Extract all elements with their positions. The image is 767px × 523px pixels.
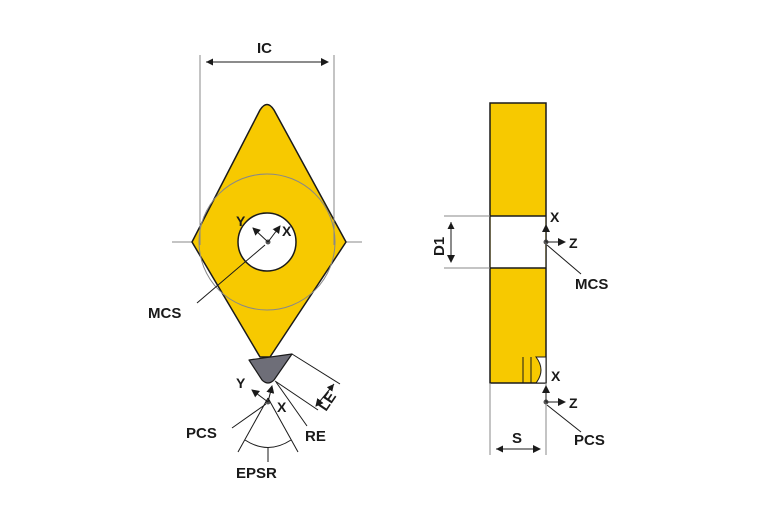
d1-label: D1 xyxy=(431,237,448,256)
pcs-y-axis-arrow-front xyxy=(251,389,269,403)
hole-section xyxy=(490,216,546,268)
pcs-leader-front xyxy=(231,403,267,429)
mcs-leader-side xyxy=(546,244,582,275)
ic-label: IC xyxy=(257,40,272,57)
le-extension-top xyxy=(291,353,341,385)
re-leader xyxy=(275,381,308,427)
mcs-z-label-side: Z xyxy=(569,235,578,251)
s-label: S xyxy=(512,430,522,447)
pcs-label-front: PCS xyxy=(186,425,217,442)
mcs-x-label-side: X xyxy=(550,209,560,225)
pcs-x-label-side: X xyxy=(551,368,561,384)
epsr-ray-left xyxy=(237,397,269,453)
le-label: LE xyxy=(315,389,340,414)
mcs-label-side: MCS xyxy=(575,276,608,293)
mcs-leader-front xyxy=(196,244,266,304)
pcs-x-label-front: X xyxy=(277,399,287,415)
pcs-leader-side xyxy=(546,404,582,433)
epsr-label: EPSR xyxy=(236,465,277,482)
mcs-x-label-front: X xyxy=(282,223,292,239)
le-dimension-line xyxy=(315,383,335,407)
pcs-y-label-front: Y xyxy=(236,375,246,391)
corner-radius-notch xyxy=(534,356,547,384)
mcs-label-front: MCS xyxy=(148,305,181,322)
mcs-x-axis-arrow-front xyxy=(267,225,281,243)
side-view: D1 S X Z MCS X Z PCS xyxy=(431,102,608,455)
cutting-edge-corner xyxy=(248,353,293,384)
pcs-label-side: PCS xyxy=(574,432,605,449)
mcs-y-label-front: Y xyxy=(236,213,246,229)
front-view: Y X MCS IC Y X PCS EPSR RE LE xyxy=(148,40,362,482)
inscribed-circle xyxy=(198,173,336,311)
mcs-y-axis-arrow-front xyxy=(252,227,269,243)
re-label: RE xyxy=(305,428,326,445)
pcs-z-label-side: Z xyxy=(569,395,578,411)
epsr-arc xyxy=(244,439,292,448)
epsr-ray-right xyxy=(267,397,299,453)
le-extension-bottom xyxy=(274,380,319,411)
